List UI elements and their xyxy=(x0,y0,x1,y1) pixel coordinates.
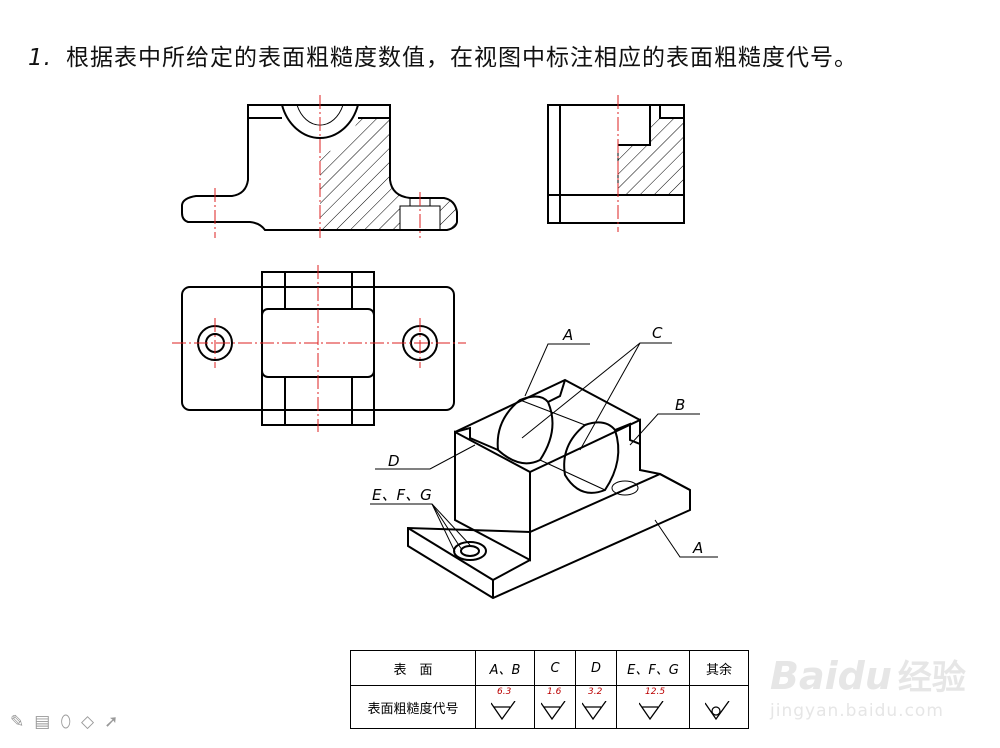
roughness-symbol-cell: 6.3 xyxy=(475,685,535,729)
whiteboard-icon[interactable]: ▤ xyxy=(34,712,51,732)
label-surface-a-bottom: A xyxy=(692,539,703,557)
label-surface-b: B xyxy=(675,396,685,414)
roughness-symbol-cell: 1.6 xyxy=(534,685,576,729)
roughness-symbol-cell: 12.5 xyxy=(616,685,690,729)
roughness-value: 6.3 xyxy=(497,687,512,697)
exercise-text: 根据表中所给定的表面粗糙度数值，在视图中标注相应的表面粗糙度代号。 xyxy=(65,45,858,71)
watermark-url: jingyan.baidu.com xyxy=(770,701,944,721)
roughness-triangle-icon xyxy=(491,701,516,721)
side-view xyxy=(547,95,685,232)
front-view xyxy=(181,95,458,238)
label-surface-efg: E、F、G xyxy=(372,486,432,504)
roughness-symbol: 1.6 xyxy=(535,687,575,723)
watermark-logo: Baidu xyxy=(770,654,892,698)
roughness-value: 12.5 xyxy=(645,687,666,697)
eraser-icon[interactable]: ⬯ xyxy=(60,712,71,732)
roughness-symbol: 6.3 xyxy=(485,687,525,723)
top-view xyxy=(172,265,466,432)
pointer-icon[interactable]: ➚ xyxy=(104,712,119,732)
pen-icon[interactable]: ✎ xyxy=(10,712,25,732)
table-cell-surface: C xyxy=(534,650,576,686)
label-surface-d: D xyxy=(388,452,400,470)
table-row: 表面粗糙度代号 6.3 1.6 3.2 12.5 xyxy=(350,685,749,729)
roughness-symbol-cell xyxy=(689,685,749,729)
label-surface-c: C xyxy=(652,324,663,342)
page-title: 1. 根据表中所给定的表面粗糙度数值，在视图中标注相应的表面粗糙度代号。 xyxy=(28,38,858,72)
table-cell-surface: 其余 xyxy=(689,650,749,686)
exercise-number: 1. xyxy=(28,45,52,71)
watermark-cn: 经验 xyxy=(897,658,966,698)
roughness-unmachined-icon xyxy=(705,701,730,721)
table-cell-surface: A、B xyxy=(475,650,535,686)
roughness-value: 3.2 xyxy=(588,687,603,697)
roughness-triangle-icon xyxy=(639,701,664,721)
roughness-triangle-icon xyxy=(582,701,607,721)
isometric-view xyxy=(370,342,718,600)
roughness-table: 表 面 A、B C D E、F、G 其余 表面粗糙度代号 6.3 1.6 3.2… xyxy=(350,650,749,729)
roughness-triangle-icon xyxy=(541,701,566,721)
table-header-code: 表面粗糙度代号 xyxy=(350,685,476,729)
roughness-symbol: 3.2 xyxy=(576,687,616,723)
roughness-symbol-cell: 3.2 xyxy=(575,685,617,729)
annotation-toolbar: ✎ ▤ ⬯ ◇ ➚ xyxy=(10,712,118,732)
table-cell-surface: E、F、G xyxy=(616,650,690,686)
label-surface-a-top: A xyxy=(562,326,573,344)
roughness-value: 1.6 xyxy=(547,687,562,697)
roughness-symbol: 12.5 xyxy=(633,687,673,723)
table-row: 表 面 A、B C D E、F、G 其余 xyxy=(350,650,749,686)
table-cell-surface: D xyxy=(575,650,617,686)
roughness-symbol xyxy=(699,687,739,723)
highlighter-icon[interactable]: ◇ xyxy=(81,712,95,732)
table-header-surface: 表 面 xyxy=(350,650,476,686)
